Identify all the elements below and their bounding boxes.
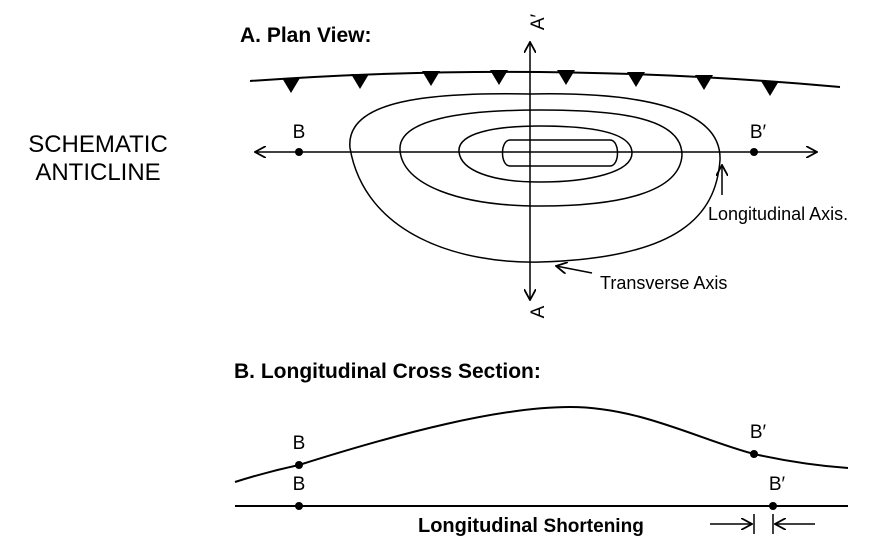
longitudinal-shortening-label: Longitudinal Shortening [418,515,644,537]
point-b-prime-plan-label: B′ [750,122,767,143]
fault-tooth [282,78,300,93]
transverse-axis-label: Transverse Axis [600,273,727,293]
structure-contours [349,92,721,263]
lower-point-b-label: B [293,474,306,495]
upper-point-b-prime-label: B′ [750,422,767,443]
contour-inner [501,139,619,167]
upper-point-b-dot [295,461,303,469]
contour-second [399,109,683,207]
fault-tooth [695,75,713,90]
transverse-axis-pointer [556,266,593,273]
plan-view-heading: A. Plan View: [240,24,372,47]
lower-point-b-prime-label: B′ [769,474,786,495]
contour-third [458,125,633,183]
fault-tooth [490,70,508,85]
thrust-fault-line [249,70,841,88]
point-b-prime-plan-dot [750,148,758,156]
fault-tooth [627,72,645,87]
point-a-prime-label: A′ [528,13,549,30]
fault-tooth [557,70,575,85]
longitudinal-axis-label: Longitudinal Axis. [708,204,848,224]
upper-point-b-prime-dot [750,450,758,458]
point-b-plan-dot [295,148,303,156]
folded-surface-profile [234,405,849,483]
fault-tooth [351,74,369,89]
side-title-line1: SCHEMATIC [28,131,168,158]
lower-point-b-dot [295,502,303,510]
contour-outer [349,92,721,263]
upper-point-b-label: B [293,433,306,454]
cross-section-heading: B. Longitudinal Cross Section: [234,360,541,383]
fault-tooth [422,71,440,86]
thrust-fault-teeth [282,70,779,96]
fault-tooth [761,81,779,96]
shortening-label-part1: Longitudinal [418,515,544,537]
side-title-line2: ANTICLINE [35,159,160,186]
point-b-plan-label: B [293,122,306,143]
point-a-label: A [528,305,549,318]
lower-point-b-prime-dot [769,502,777,510]
shortening-label-part2: Shortening [544,516,644,537]
shortening-dimension-arrows [710,514,815,534]
